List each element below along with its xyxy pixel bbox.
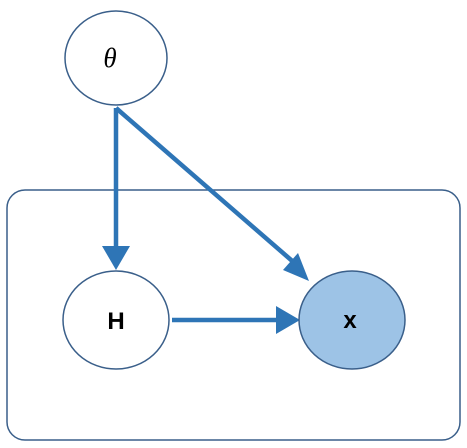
edge-theta-to-h-arrowhead	[102, 246, 130, 270]
node-h-label: H	[107, 308, 124, 335]
node-x: x	[298, 270, 406, 370]
plate	[6, 189, 461, 441]
node-x-label: x	[343, 307, 357, 334]
node-h-circle	[62, 270, 170, 370]
edges	[102, 106, 309, 334]
node-theta-circle	[64, 10, 168, 106]
node-theta: θ	[64, 10, 168, 106]
node-theta-label: θ	[103, 43, 116, 73]
edge-h-to-x-arrowhead	[276, 306, 300, 334]
edge-theta-to-x-arrowhead	[283, 253, 309, 281]
edge-theta-to-x	[114, 106, 300, 268]
node-x-circle	[298, 270, 406, 370]
node-h: H	[62, 270, 170, 370]
